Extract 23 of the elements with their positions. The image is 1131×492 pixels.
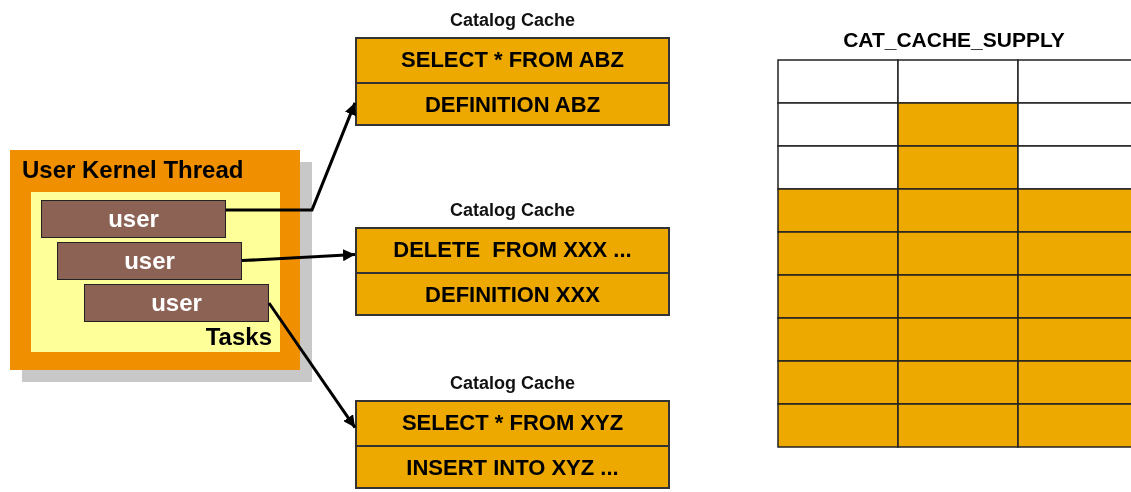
arrow (226, 102, 357, 212)
table-heading: Catalog Cache (450, 373, 575, 394)
box-title: User Kernel Thread (22, 156, 244, 184)
box-label: Tasks (205, 323, 272, 351)
card-label: user (150, 289, 203, 317)
arrow (241, 249, 356, 263)
arrow (267, 302, 357, 429)
task-card (41, 200, 226, 238)
tasks-box (31, 192, 280, 352)
card-label: user (123, 247, 176, 275)
table-heading: Catalog Cache (450, 10, 575, 31)
cache-entry: DELETE FROM XXX ... (392, 236, 633, 264)
thread-box (10, 150, 300, 370)
card-label: user (107, 205, 160, 233)
cache-entry: DEFINITION XXX (357, 271, 668, 314)
table-heading: Catalog Cache (450, 200, 575, 221)
cache-entry: SELECT * FROM ABZ (400, 46, 625, 74)
cache-entry: SELECT * FROM XYZ (400, 409, 625, 437)
cache-entry: INSERT INTO XYZ ... (357, 444, 668, 487)
task-card (84, 284, 269, 322)
table-heading: CAT_CACHE_SUPPLY (843, 28, 1065, 52)
task-card (57, 242, 242, 280)
cache-entry: DEFINITION ABZ (357, 81, 668, 124)
